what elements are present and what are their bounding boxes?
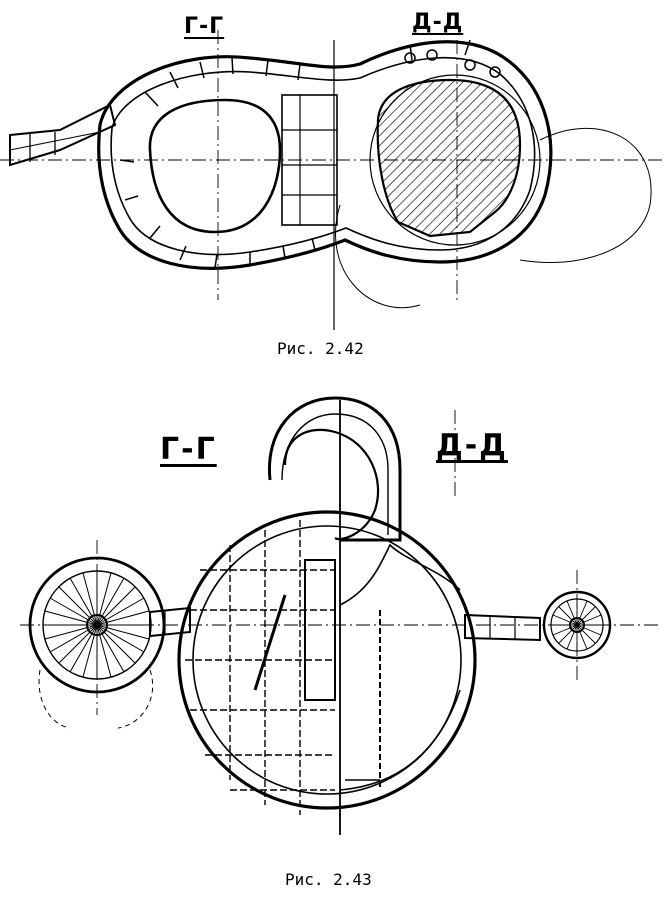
- section-label-d-d: Д-Д: [436, 428, 508, 463]
- section-label-g-g: Г-Г: [184, 14, 225, 39]
- left-boom: [149, 606, 191, 638]
- cabin-opening-left: [148, 98, 282, 234]
- door-swing-arc-right: [519, 127, 652, 263]
- right-arc-frame: [339, 543, 461, 606]
- centerlines: [0, 30, 666, 300]
- diagonal-strut: [253, 594, 287, 691]
- figure-2-42: Г-Г Д-Д Рис. 2.42: [0, 0, 666, 370]
- interior-frame-grid: [185, 520, 335, 815]
- center-beam: [304, 559, 336, 701]
- figure-2-43: Г-Г Д-Д Рис. 2.43: [0, 370, 666, 915]
- right-boom: [464, 613, 541, 642]
- figure-caption: Рис. 2.43: [285, 870, 372, 889]
- fuselage-inner-contour: [110, 56, 536, 256]
- door-swing-arc-bottom: [335, 204, 421, 309]
- section-label-g-g: Г-Г: [160, 432, 217, 467]
- fuselage-section-drawing-2-42: [0, 30, 666, 330]
- main-fuselage-ring-outer: [177, 510, 477, 810]
- left-boom: [9, 103, 117, 167]
- porthole-row: [404, 49, 501, 78]
- centerlines: [20, 410, 660, 715]
- upper-inner-circle: [283, 428, 380, 541]
- figure-caption: Рис. 2.42: [277, 339, 364, 358]
- main-fuselage-ring-inner: [192, 525, 462, 795]
- upper-lobe: [267, 396, 402, 542]
- section-label-d-d: Д-Д: [412, 10, 464, 35]
- fuselage-outer-contour: [97, 40, 553, 270]
- right-lower-frame: [339, 689, 461, 791]
- fuselage-section-drawing-2-43: [20, 396, 660, 835]
- hatched-section-right: [376, 78, 522, 238]
